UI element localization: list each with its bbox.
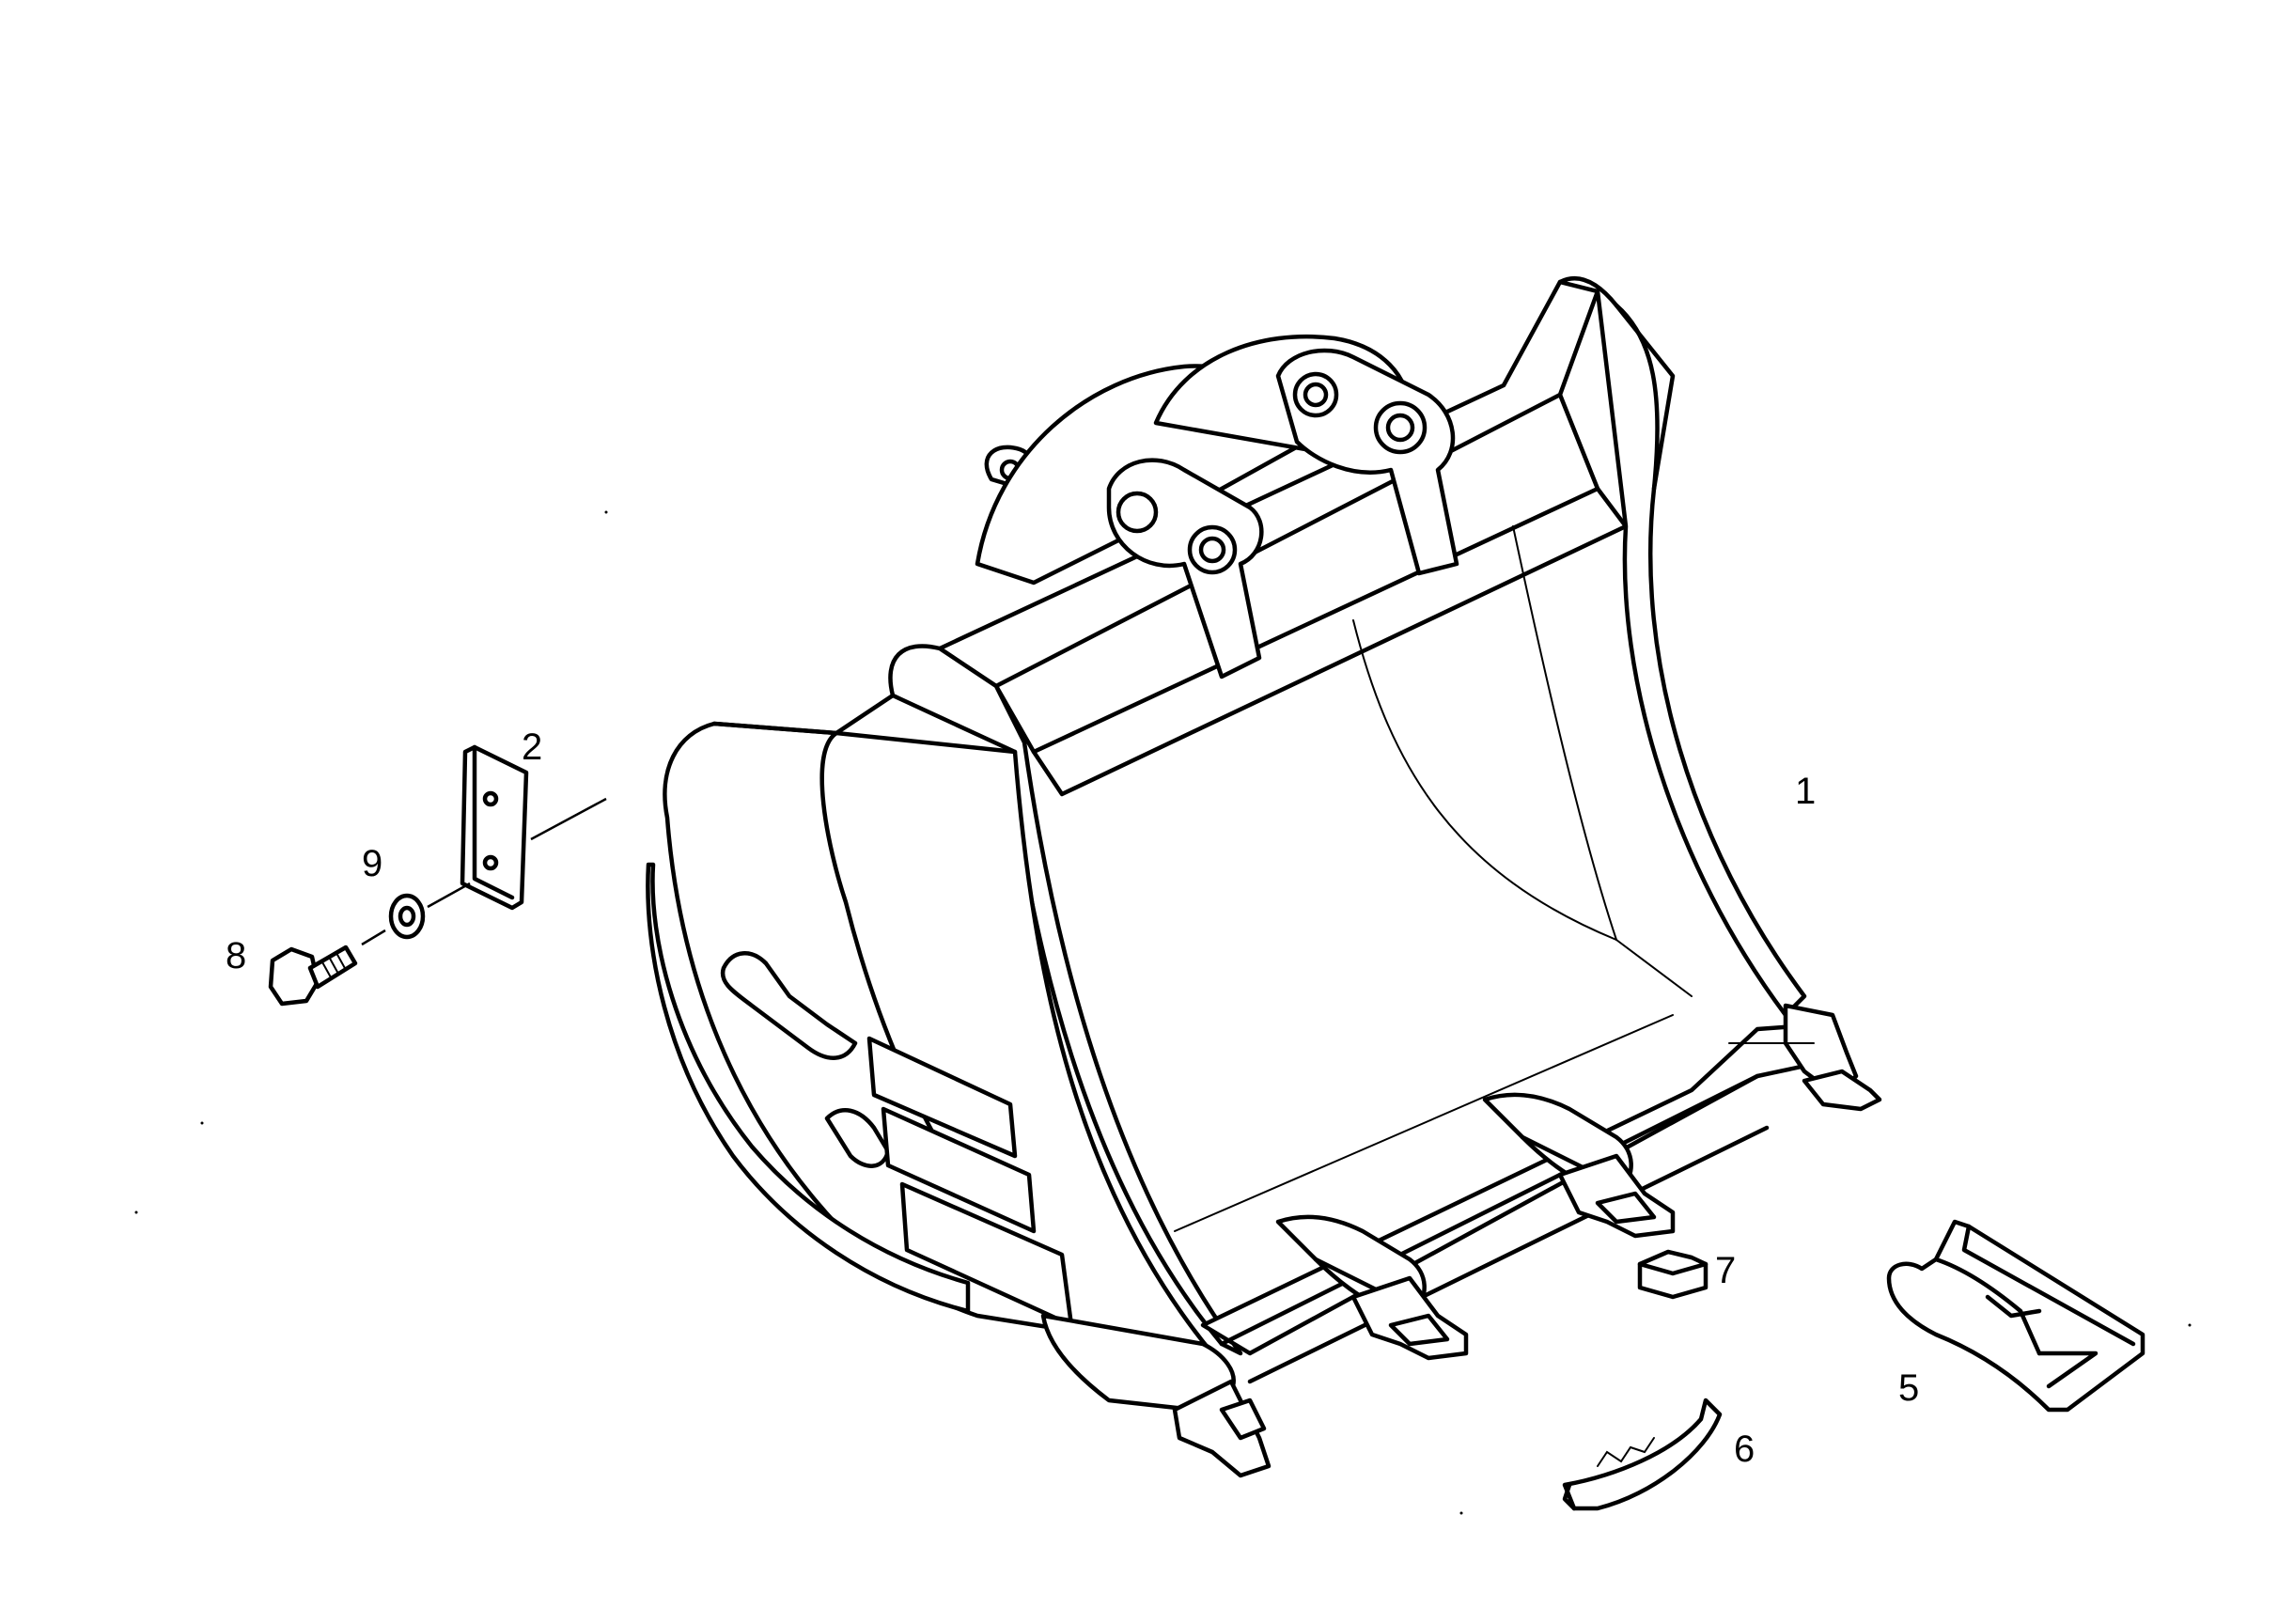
- callout-7: 7: [1715, 1250, 1736, 1291]
- callout-1: 1: [1795, 771, 1816, 812]
- retainer-part-7: [1637, 1249, 1708, 1300]
- bolt-part-8: [268, 929, 386, 1007]
- callout-8: 8: [226, 935, 246, 976]
- plate-part-2: [460, 744, 607, 911]
- tooth-part-5: [1886, 1219, 2145, 1413]
- callout-6: 6: [1734, 1429, 1755, 1470]
- washer-part-9: [388, 882, 471, 940]
- bucket-part-1: [646, 275, 1882, 1478]
- callout-2: 2: [522, 726, 542, 768]
- callout-5: 5: [1898, 1367, 1919, 1409]
- callout-9: 9: [362, 843, 382, 884]
- wear-segment-part-6: [1562, 1398, 1723, 1511]
